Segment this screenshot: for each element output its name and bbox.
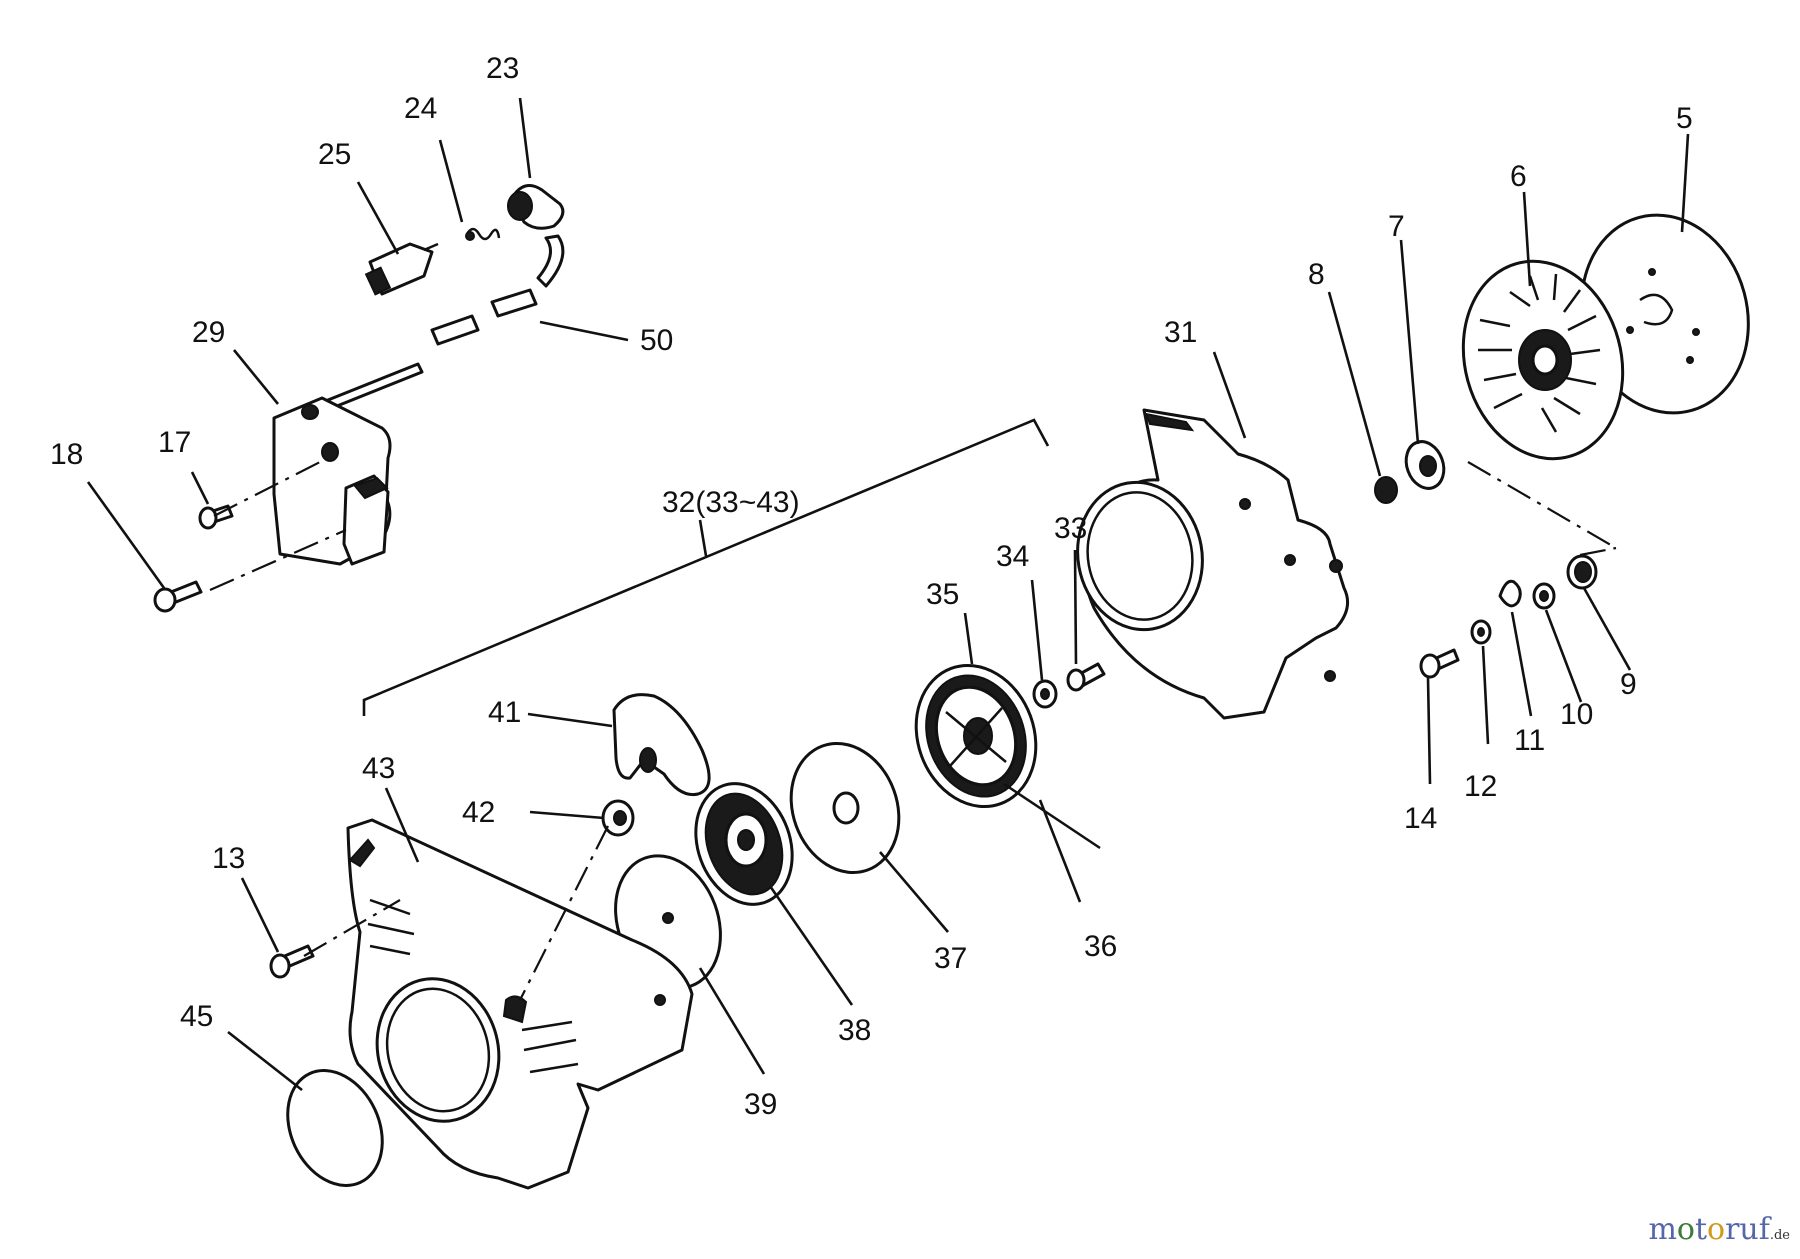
part-24-clip xyxy=(465,227,501,241)
callout-31: 31 xyxy=(1164,316,1197,349)
part-11-pawl xyxy=(1498,579,1522,608)
part-34-washer xyxy=(1032,679,1058,709)
callout-50: 50 xyxy=(640,324,673,357)
callout-39: 39 xyxy=(744,1088,777,1121)
part-6-flywheel xyxy=(1461,259,1625,461)
part-12-washer xyxy=(1470,619,1492,645)
part-7-washer xyxy=(1404,440,1446,490)
callout-25: 25 xyxy=(318,138,351,171)
motoruf-watermark: motoruf.de xyxy=(1648,1212,1790,1247)
callout-37: 37 xyxy=(934,942,967,975)
callout-14: 14 xyxy=(1404,802,1437,835)
part-29-tank xyxy=(272,396,392,566)
callout-33: 33 xyxy=(1054,512,1087,545)
callout-29: 29 xyxy=(192,316,225,349)
callout-42: 42 xyxy=(462,796,495,829)
part-14-bolt xyxy=(1419,648,1460,679)
callout-17: 17 xyxy=(158,426,191,459)
part-10-washer xyxy=(1532,582,1556,610)
part-17-screw xyxy=(198,504,234,530)
part-33-screw xyxy=(1066,662,1106,692)
callout-38: 38 xyxy=(838,1014,871,1047)
callout-18: 18 xyxy=(50,438,83,471)
callout-5: 5 xyxy=(1676,102,1693,135)
callout-35: 35 xyxy=(926,578,959,611)
callout-45: 45 xyxy=(180,1000,213,1033)
callout-12: 12 xyxy=(1464,770,1497,803)
part-42-grommet xyxy=(601,799,635,837)
part-13-screw xyxy=(269,944,315,979)
part-50-hose xyxy=(316,234,565,414)
callout-32: 32(33~43) xyxy=(662,486,800,519)
part-38-spring xyxy=(694,782,794,906)
part-35-pulley xyxy=(914,663,1038,809)
part-41-handle xyxy=(612,693,711,797)
callout-13: 13 xyxy=(212,842,245,875)
part-31-housing xyxy=(1076,408,1350,720)
callout-11: 11 xyxy=(1514,724,1545,757)
callout-8: 8 xyxy=(1308,258,1325,291)
callout-6: 6 xyxy=(1510,160,1527,193)
callout-10: 10 xyxy=(1560,698,1593,731)
callout-34: 34 xyxy=(996,540,1029,573)
callout-7: 7 xyxy=(1388,210,1405,243)
part-37-washer-plate xyxy=(789,741,901,875)
callout-41: 41 xyxy=(488,696,521,729)
part-18-screw xyxy=(153,580,203,613)
callout-9: 9 xyxy=(1620,668,1637,701)
callout-43: 43 xyxy=(362,752,395,785)
callout-36: 36 xyxy=(1084,930,1117,963)
part-36-rope xyxy=(1003,782,1101,850)
part-45-ring xyxy=(286,1069,384,1187)
part-8-nut xyxy=(1374,476,1398,504)
part-25-filter xyxy=(364,242,439,296)
callout-23: 23 xyxy=(486,52,519,85)
part-9-ring xyxy=(1566,554,1598,590)
callout-24: 24 xyxy=(404,92,437,125)
part-23-elbow xyxy=(507,184,565,230)
part-43-starter-cover xyxy=(346,818,694,1190)
